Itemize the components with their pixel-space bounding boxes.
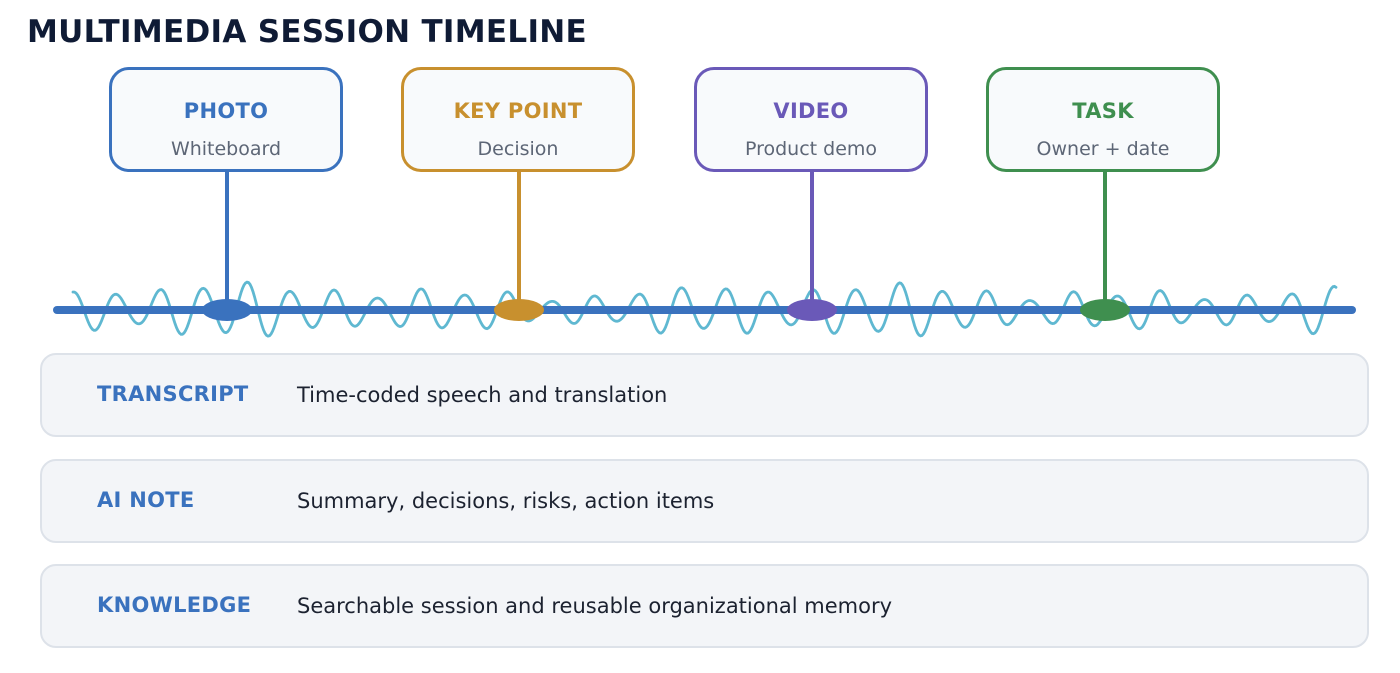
timeline-marker-icon[interactable] <box>1080 299 1130 321</box>
event-card-video[interactable]: VIDEO Product demo <box>694 67 928 172</box>
event-card-title: KEY POINT <box>453 99 583 123</box>
event-card-detail: Decision <box>477 138 559 160</box>
layer-row-knowledge: KNOWLEDGE Searchable session and reusabl… <box>40 564 1369 648</box>
timeline-marker-icon[interactable] <box>494 299 544 321</box>
layer-label: TRANSCRIPT <box>97 382 249 406</box>
timeline-marker-icon[interactable] <box>202 299 252 321</box>
event-card-title: TASK <box>1072 99 1134 123</box>
event-card-photo[interactable]: PHOTO Whiteboard <box>109 67 343 172</box>
event-card-title: VIDEO <box>773 99 849 123</box>
event-card-detail: Owner + date <box>1036 138 1170 160</box>
layer-label: AI NOTE <box>97 488 195 512</box>
layer-description: Time-coded speech and translation <box>297 383 668 407</box>
timeline-marker-icon[interactable] <box>787 299 837 321</box>
layer-row-ai-note: AI NOTE Summary, decisions, risks, actio… <box>40 459 1369 543</box>
layer-description: Summary, decisions, risks, action items <box>297 489 715 513</box>
layer-label: KNOWLEDGE <box>97 593 252 617</box>
event-card-task[interactable]: TASK Owner + date <box>986 67 1220 172</box>
event-card-key-point[interactable]: KEY POINT Decision <box>401 67 635 172</box>
event-card-detail: Product demo <box>744 138 878 160</box>
layer-description: Searchable session and reusable organiza… <box>297 594 893 618</box>
layer-row-transcript: TRANSCRIPT Time-coded speech and transla… <box>40 353 1369 437</box>
event-card-detail: Whiteboard <box>170 138 282 160</box>
page-title: MULTIMEDIA SESSION TIMELINE <box>27 14 587 50</box>
event-card-title: PHOTO <box>183 99 269 123</box>
